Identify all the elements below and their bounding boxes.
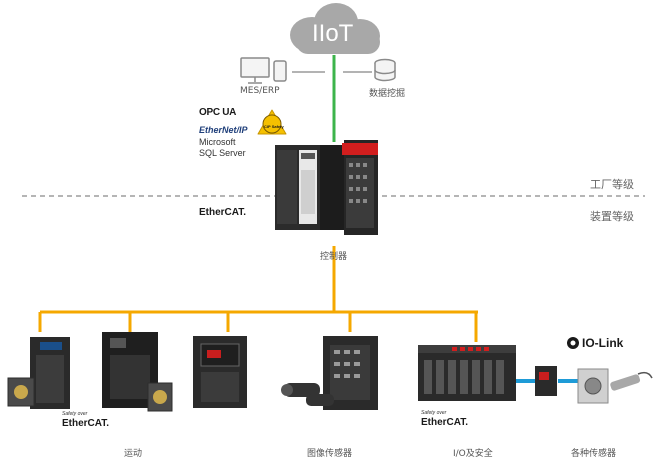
servo-drive-2-image (102, 332, 173, 412)
cloud-label: IIoT (312, 20, 354, 47)
monitor-icon (240, 57, 287, 84)
mes-erp-label: MES/ERP (240, 86, 280, 96)
io-safety-unit-image (418, 345, 516, 401)
servo-drive-1-image (7, 337, 70, 409)
color-sensor-image (577, 368, 609, 404)
data-mining-label: 数据挖掘 (369, 89, 406, 99)
group-label-vision: 图像传感器 (307, 449, 353, 459)
controller-label: 控制器 (320, 252, 348, 262)
proximity-sensor-image (610, 371, 653, 391)
iolink-label: IO-Link (582, 336, 624, 350)
cip-safety-badge-icon (257, 109, 287, 135)
safety-ethercat-logo-2: EtherCAT. (421, 417, 469, 428)
safety-over-label-1: Safety over (62, 411, 88, 417)
vision-sensor-image (281, 336, 378, 410)
device-level-label: 装置等级 (590, 210, 634, 223)
group-label-motion: 运动 (124, 449, 143, 459)
safety-ethercat-logo-1: EtherCAT. (62, 418, 110, 429)
sql-server-line2: SQL Server (199, 148, 246, 158)
ethercat-logo: EtherCAT. (199, 207, 247, 218)
inverter-image (193, 336, 247, 408)
factory-level-label: 工厂等级 (590, 178, 634, 191)
iolink-logo-icon (567, 337, 579, 349)
cloud-shape (290, 3, 380, 54)
controller-image (275, 140, 378, 235)
database-icon (374, 58, 396, 82)
safety-over-label-2: Safety over (421, 410, 447, 416)
group-label-io-safety: I/O及安全 (453, 449, 493, 459)
photoelectric-sensor-image (535, 366, 557, 396)
ethercat-bus (38, 246, 478, 342)
group-label-sensors: 各种传感器 (571, 449, 617, 459)
ethernet-ip-logo: EtherNet/IP (199, 125, 248, 135)
sql-server-line1: Microsoft (199, 137, 236, 147)
cip-safety-label: CIP Safety (264, 124, 284, 129)
opc-ua-logo: OPC UA (199, 107, 237, 118)
